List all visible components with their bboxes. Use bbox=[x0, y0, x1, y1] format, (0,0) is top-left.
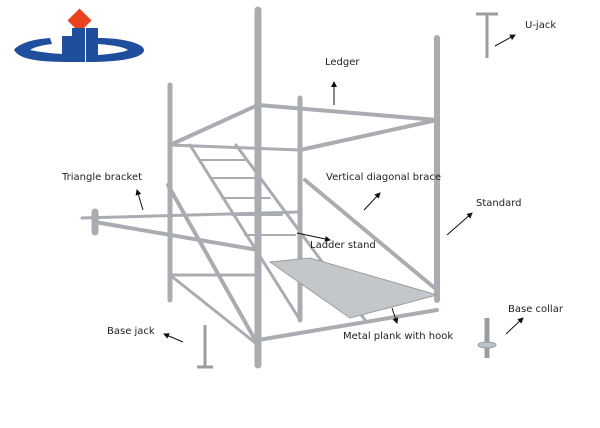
label-base-jack: Base jack bbox=[107, 326, 155, 337]
label-triangle-bracket: Triangle bracket bbox=[62, 172, 143, 183]
label-u-jack: U-jack bbox=[525, 20, 557, 31]
company-logo bbox=[14, 8, 144, 62]
label-base-collar: Base collar bbox=[508, 304, 563, 315]
callout-arrows bbox=[135, 34, 524, 343]
label-ladder-stand: Ladder stand bbox=[310, 240, 376, 251]
label-ledger: Ledger bbox=[325, 57, 360, 68]
label-standard: Standard bbox=[476, 198, 522, 209]
label-vertical-diagonal-brace: Vertical diagonal brace bbox=[326, 172, 441, 183]
label-metal-plank: Metal plank with hook bbox=[343, 331, 454, 342]
scaffold-frame bbox=[80, 6, 440, 369]
component-thumbnails bbox=[197, 12, 498, 369]
